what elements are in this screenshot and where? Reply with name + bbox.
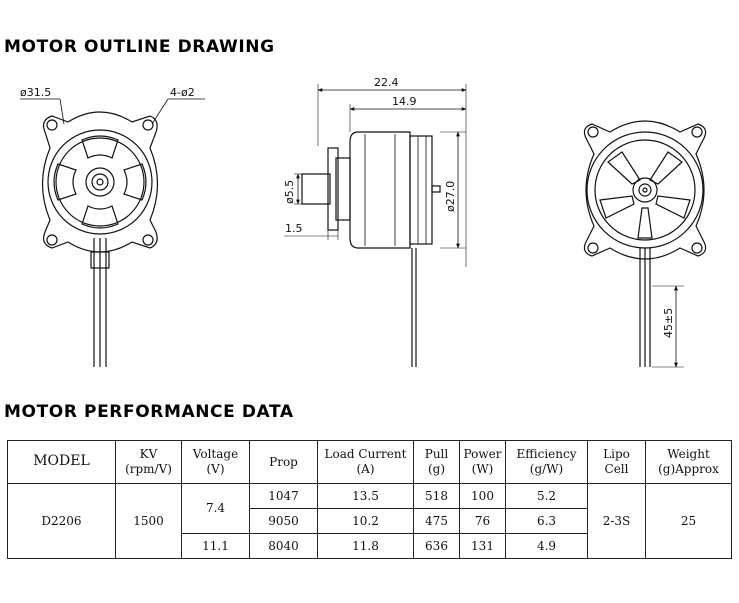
cell-power: 76 <box>459 508 506 534</box>
cell-current: 10.2 <box>317 508 414 534</box>
performance-table: MODEL KV(rpm/V) Voltage(V) Prop Load Cur… <box>7 440 732 559</box>
cell-voltage: 11.1 <box>181 533 250 559</box>
cell-current: 11.8 <box>317 533 414 559</box>
cell-prop: 9050 <box>249 508 318 534</box>
label-lead-length: 45±5 <box>662 308 675 338</box>
header-prop: Prop <box>249 440 318 484</box>
motor-outline-drawing: ø31.5 4-ø2 22.4 14.9 ø <box>20 76 707 368</box>
cell-pull: 518 <box>413 483 460 509</box>
label-body-length: 14.9 <box>392 95 417 108</box>
cell-voltage: 7.4 <box>181 483 250 534</box>
cell-efficiency: 5.2 <box>505 483 588 509</box>
cell-lipo: 2-3S <box>587 483 646 559</box>
header-weight: Weight(g)Approx <box>645 440 732 484</box>
label-front-diameter: ø31.5 <box>20 86 51 99</box>
header-pull: Pull(g) <box>413 440 460 484</box>
label-shaft-diameter: ø5.5 <box>283 180 296 204</box>
performance-heading: MOTOR PERFORMANCE DATA <box>4 402 294 422</box>
label-flange-thickness: 1.5 <box>285 222 303 235</box>
cell-prop: 1047 <box>249 483 318 509</box>
cell-efficiency: 6.3 <box>505 508 588 534</box>
label-mount-holes: 4-ø2 <box>170 86 195 99</box>
table-header-row: MODEL KV(rpm/V) Voltage(V) Prop Load Cur… <box>7 440 732 484</box>
header-model: MODEL <box>7 440 116 484</box>
cell-weight: 25 <box>645 483 732 559</box>
header-kv: KV(rpm/V) <box>115 440 182 484</box>
header-efficiency: Efficiency(g/W) <box>505 440 588 484</box>
cell-efficiency: 4.9 <box>505 533 588 559</box>
cell-model: D2206 <box>7 483 116 559</box>
cell-power: 100 <box>459 483 506 509</box>
table-row: D2206 1500 7.4 1047 13.5 518 100 5.2 2-3… <box>7 483 732 559</box>
header-power: Power(W) <box>459 440 506 484</box>
cell-kv: 1500 <box>115 483 182 559</box>
header-voltage: Voltage(V) <box>181 440 250 484</box>
rear-view <box>583 120 707 368</box>
cell-pull: 636 <box>413 533 460 559</box>
cell-current: 13.5 <box>317 483 414 509</box>
label-body-diameter: ø27.0 <box>444 181 457 212</box>
side-view <box>284 84 467 367</box>
header-load-current: Load Current(A) <box>317 440 414 484</box>
table-row: 11.1 8040 11.8 636 131 4.9 <box>8 533 732 559</box>
outline-heading: MOTOR OUTLINE DRAWING <box>4 37 275 57</box>
cell-prop: 8040 <box>249 533 318 559</box>
front-view <box>20 98 205 367</box>
label-overall-length: 22.4 <box>374 76 399 89</box>
cell-pull: 475 <box>413 508 460 534</box>
cell-power: 131 <box>459 533 506 559</box>
